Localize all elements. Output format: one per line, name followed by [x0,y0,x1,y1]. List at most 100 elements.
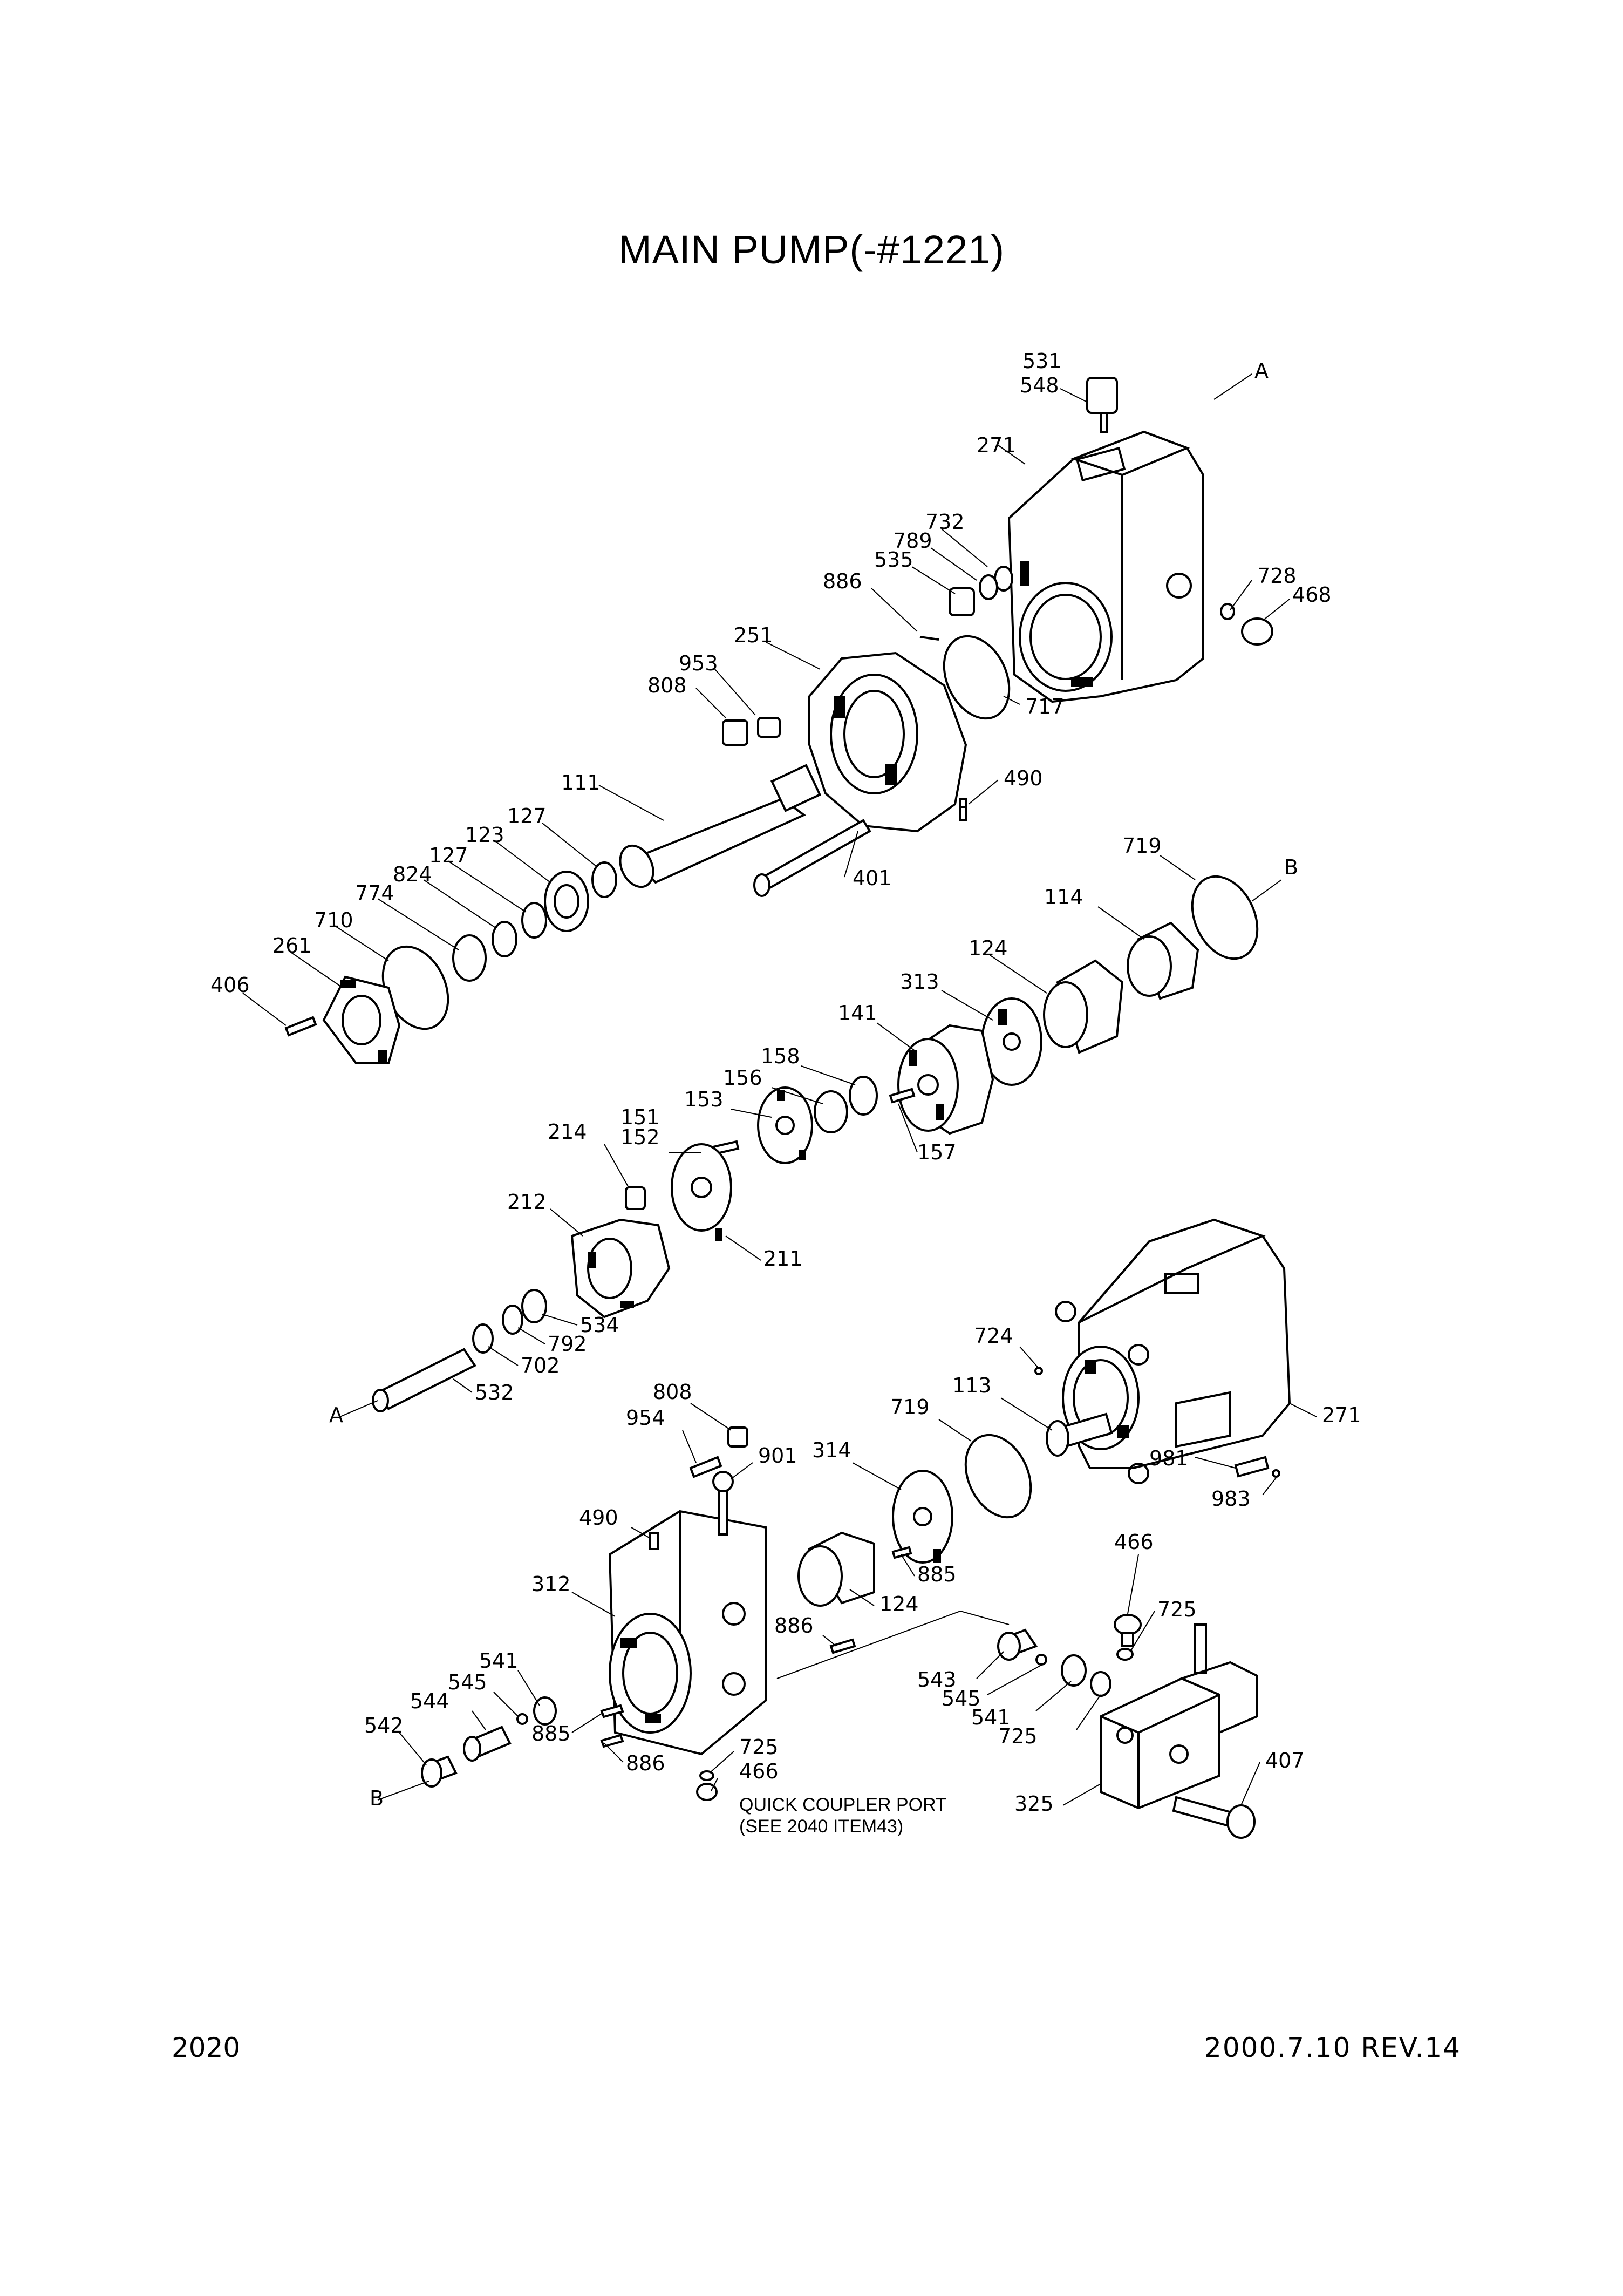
callout-824: 824 [393,862,432,886]
part-314-valve-plate [892,1470,953,1564]
callout-123: 123 [465,823,504,847]
part-717-o-ring [943,635,1011,720]
part-544-plug [463,1726,512,1762]
callout-724: 724 [974,1324,1013,1348]
callout-885-lower: 885 [531,1722,571,1745]
part-532-servo-piston [372,1348,476,1412]
callout-901: 901 [758,1444,797,1468]
callout-A-lower: A [329,1403,343,1427]
part-153-set-plate [757,1086,813,1164]
part-271-lower-housing [1055,1218,1291,1484]
part-719-o-ring-a [1191,875,1259,960]
part-534-stopper [521,1289,547,1323]
callout-545-right: 545 [942,1687,981,1710]
part-251-flange [808,651,967,833]
callout-789: 789 [893,529,932,553]
part-325-solenoid-valve [1100,1623,1258,1810]
callout-124-upper: 124 [969,936,1008,960]
part-127-ring-b [521,902,547,939]
part-158-spring [849,1076,878,1116]
part-543-plug [997,1628,1038,1661]
callout-271-upper: 271 [977,433,1016,457]
callout-127-a: 127 [507,804,547,828]
callout-725-right: 725 [1157,1598,1197,1621]
callout-808-upper: 808 [647,674,687,697]
callout-labels: 531 548 271 A 732 789 535 728 468 886 25… [210,349,1361,1816]
callout-545-left: 545 [448,1670,487,1694]
part-127-ring-a [591,861,617,898]
callout-885-upper: 885 [917,1563,957,1586]
revision-stamp: 2000.7.10 REV.14 [1204,2032,1461,2063]
callout-983: 983 [1211,1487,1251,1511]
callout-732: 732 [925,510,965,534]
callout-542: 542 [364,1714,404,1737]
page-title: MAIN PUMP(-#1221) [618,227,1005,272]
callout-113: 113 [952,1374,992,1397]
callout-717: 717 [1025,695,1065,718]
part-261-seal-cover [322,975,401,1064]
callout-314: 314 [812,1438,851,1462]
callout-541-left: 541 [479,1649,519,1673]
callout-156: 156 [723,1066,762,1090]
callout-157: 157 [917,1140,957,1164]
callout-710: 710 [314,908,353,932]
part-535-fitting [949,566,1013,616]
callout-141: 141 [838,1001,877,1025]
callout-A-upper: A [1254,359,1269,383]
part-141-cylinder-block [897,1024,994,1135]
callout-271-lower: 271 [1322,1403,1361,1427]
part-124-cylinder-b [797,1531,875,1607]
callout-466-right: 466 [1114,1530,1154,1554]
callout-886-middle: 886 [774,1614,814,1638]
callout-725-lower: 725 [739,1735,779,1759]
part-792-backup-ring [502,1305,523,1335]
callout-127-b: 127 [429,844,468,867]
callout-535: 535 [874,548,913,572]
part-111-shaft [619,764,822,888]
callout-114: 114 [1044,885,1083,909]
callout-124-lower: 124 [879,1592,919,1616]
callout-531: 531 [1022,349,1062,373]
part-401-bolt [753,819,871,897]
callout-251: 251 [734,623,773,647]
callout-702: 702 [521,1354,560,1377]
part-531-sensor [1086,377,1118,433]
part-214-bushing [625,1186,646,1210]
callout-543: 543 [917,1668,957,1692]
callout-544: 544 [410,1689,449,1713]
callout-534: 534 [580,1313,619,1337]
callout-886-upper: 886 [823,569,862,593]
part-719-o-ring-b [964,1434,1032,1519]
callout-406: 406 [210,973,250,997]
part-702-o-ring [472,1323,494,1354]
callout-953: 953 [679,651,718,675]
part-901-eye-bolt [712,1471,734,1536]
callout-774: 774 [355,881,394,905]
callout-312: 312 [531,1572,571,1596]
part-114-coupling [1127,921,1199,1000]
part-212-swash-plate [570,1218,671,1319]
callout-792: 792 [548,1332,587,1356]
callout-153: 153 [684,1088,724,1111]
page-number: 2020 [172,2032,241,2063]
part-123-bearing [544,871,589,932]
callout-725-bottom: 725 [998,1724,1038,1748]
callout-548: 548 [1020,373,1059,397]
callout-466-lower: 466 [739,1760,779,1783]
part-542-plug [421,1755,458,1788]
callout-158: 158 [761,1044,800,1068]
callout-152: 152 [620,1125,660,1149]
callout-532: 532 [475,1381,514,1404]
callout-719-upper: 719 [1122,834,1162,858]
part-271-upper-housing [1007,430,1204,703]
part-312-valve-block [608,1510,767,1756]
callout-151: 151 [620,1105,660,1129]
callout-886-lower: 886 [626,1751,665,1775]
callout-541-right: 541 [971,1706,1011,1729]
callout-111: 111 [561,771,601,794]
part-468-plug [1220,603,1273,646]
callout-981: 981 [1149,1446,1189,1470]
callout-313: 313 [900,970,939,994]
callout-B-lower: B [370,1786,384,1810]
